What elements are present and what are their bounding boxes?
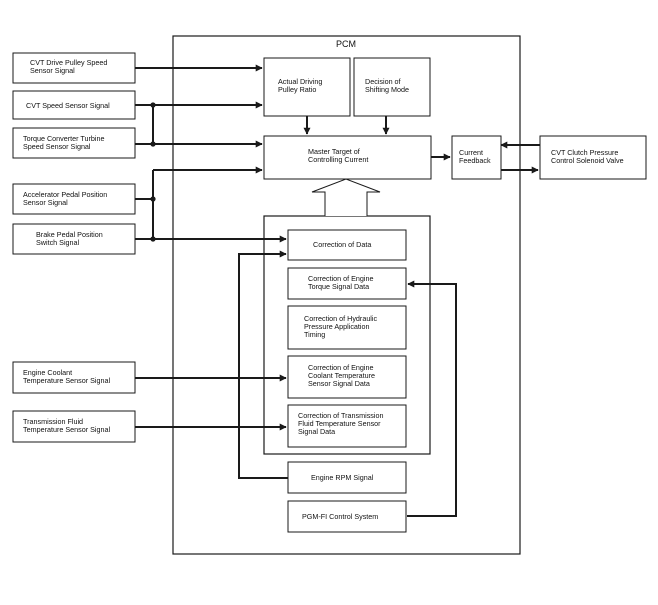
junction-dot <box>150 141 156 147</box>
pcm-title: PCM <box>336 39 356 49</box>
block-pgm-fi: PGM-FI Control System <box>287 500 407 533</box>
block-engine-rpm: Engine RPM Signal <box>287 461 407 494</box>
svg-text:PGM-FI Control System: PGM-FI Control System <box>302 512 378 521</box>
svg-text:CVT Speed Sensor Signal: CVT Speed Sensor Signal <box>26 101 110 110</box>
input-cvt-speed: CVT Speed Sensor Signal <box>12 90 136 120</box>
signal-wires <box>135 64 540 517</box>
wire-rpm-loop <box>238 250 288 479</box>
svg-text:Engine RPM Signal: Engine RPM Signal <box>311 473 374 482</box>
svg-text:Correction of Data: Correction of Data <box>313 240 371 249</box>
junction-dot <box>150 102 156 108</box>
junction-dot <box>150 236 156 242</box>
junction-dot <box>150 196 156 202</box>
block-correction-of-data: Correction of Data <box>287 229 407 261</box>
hollow-up-arrow <box>311 178 381 216</box>
wire-pgmfi-loop <box>407 280 457 517</box>
pcm-frame <box>172 35 521 555</box>
